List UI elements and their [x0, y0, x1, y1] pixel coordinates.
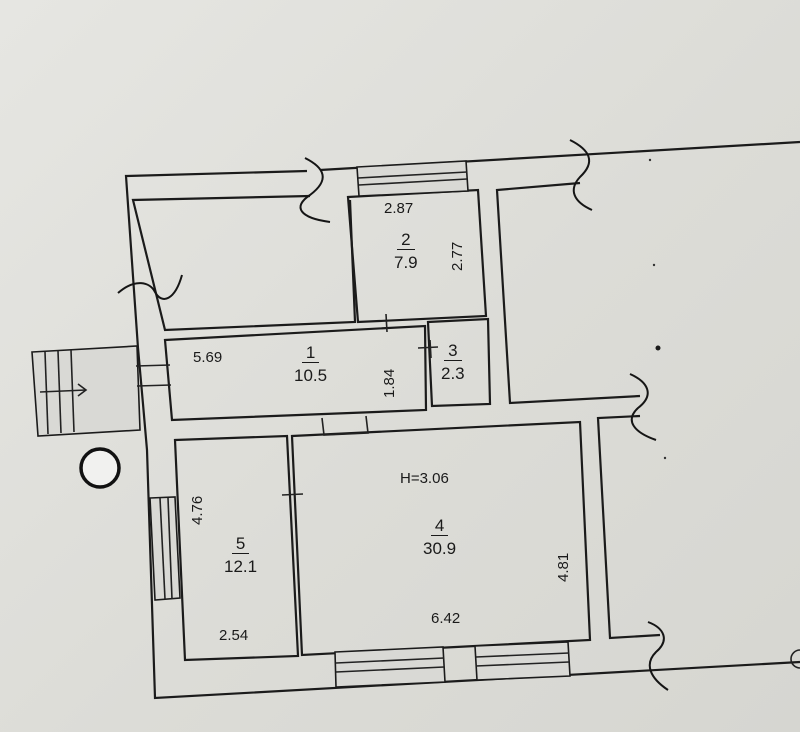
window-pane — [159, 497, 166, 600]
room-3-tag: 3 2.3 — [441, 342, 465, 382]
window-room-4-left — [334, 646, 446, 688]
room-4-length: 6.42 — [431, 610, 461, 627]
door-room-2 — [385, 313, 388, 333]
wall-room-5 — [173, 434, 300, 662]
edge-symbol — [790, 649, 800, 669]
room-3-number: 3 — [444, 342, 462, 361]
outer-wall — [124, 169, 800, 700]
wall-room-1 — [163, 324, 428, 422]
door-entrance — [135, 364, 171, 367]
step — [44, 351, 49, 435]
room-1-width: 1.84 — [381, 368, 398, 398]
room-2-area: 7.9 — [394, 253, 418, 272]
room-5-length: 2.54 — [219, 627, 249, 644]
break-line — [647, 621, 669, 691]
break-line — [569, 139, 593, 211]
door-room-3 — [417, 346, 439, 349]
marker-dot — [655, 345, 661, 351]
stair-arrow — [39, 389, 87, 393]
wall-upper-left-room — [131, 194, 357, 332]
room-2-width: 2.77 — [449, 241, 466, 271]
window-pane — [358, 178, 468, 186]
room-4-width: 4.81 — [555, 552, 572, 582]
room-2-number: 2 — [397, 231, 415, 250]
break-line — [299, 157, 331, 223]
window-pane — [475, 652, 570, 658]
window-pane — [357, 171, 468, 179]
room-1-area: 10.5 — [294, 366, 328, 385]
marker-dot — [663, 456, 667, 460]
wall-room-4 — [290, 420, 592, 657]
room-5-width: 4.76 — [189, 495, 206, 525]
marker-dot — [652, 263, 656, 267]
door-room-3 — [429, 339, 432, 359]
door-room-5 — [281, 493, 304, 496]
window-room-5 — [149, 496, 181, 601]
room-4-tag: 4 30.9 — [423, 517, 456, 557]
window-pane — [475, 661, 570, 667]
room-4-number: 4 — [430, 517, 449, 536]
wall-right-lower — [596, 414, 661, 640]
window-pane — [335, 657, 445, 664]
room-1-length: 5.69 — [193, 349, 223, 366]
window-room-4-right — [474, 641, 571, 681]
room-5-tag: 5 12.1 — [224, 535, 257, 575]
step — [57, 350, 62, 434]
door-corridor — [321, 415, 369, 436]
room-1-number: 1 — [301, 344, 320, 363]
room-2-length: 2.87 — [384, 200, 414, 217]
marker-circle — [79, 447, 121, 489]
break-line — [117, 274, 183, 300]
window-room-2 — [356, 160, 469, 197]
wall-room-3 — [426, 317, 492, 408]
window-pane — [335, 666, 445, 673]
break-line — [629, 373, 657, 441]
room-1-tag: 1 10.5 — [294, 344, 327, 384]
room-5-number: 5 — [231, 535, 250, 554]
stair-arrow-head — [77, 383, 88, 397]
wall-right-upper — [495, 181, 641, 405]
door-entrance — [136, 384, 172, 387]
ceiling-height: H=3.06 — [400, 470, 449, 487]
window-pane — [167, 497, 173, 600]
room-5-area: 12.1 — [224, 557, 258, 576]
room-3-area: 2.3 — [441, 364, 465, 383]
room-2-tag: 2 7.9 — [394, 231, 418, 271]
room-4-area: 30.9 — [423, 539, 457, 558]
marker-dot — [648, 158, 652, 162]
